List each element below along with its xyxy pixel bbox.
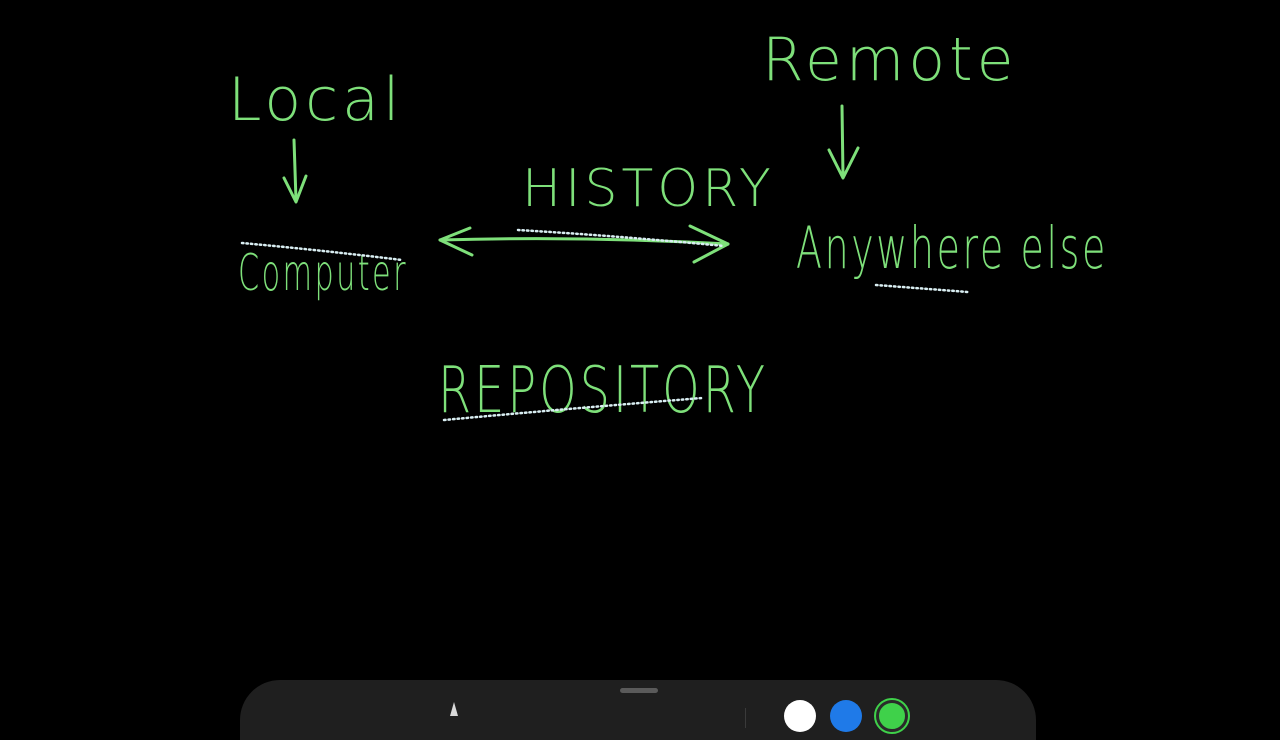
label-computer: Computer (238, 244, 408, 302)
toolbar-grabber-handle[interactable] (620, 688, 658, 693)
label-remote: Remote (762, 25, 1018, 95)
underline-repository (442, 396, 704, 422)
color-swatch-blue[interactable] (830, 700, 862, 732)
label-anywhere-else: Anywhere else (796, 214, 1108, 282)
label-local: Local (228, 65, 404, 135)
drawing-toolbar (240, 680, 1036, 740)
underline-anywhere (874, 283, 970, 294)
color-swatch-white[interactable] (784, 700, 816, 732)
label-history: HISTORY (522, 159, 775, 219)
down-arrow-local (282, 138, 308, 204)
double-arrow (438, 224, 730, 264)
drawing-canvas[interactable]: Local Remote HISTORY Computer Anywhere e… (0, 0, 1280, 720)
down-arrow-remote (827, 104, 860, 180)
label-repository: REPOSITORY (438, 354, 768, 428)
handwritten-notes: Local Remote HISTORY Computer Anywhere e… (228, 25, 1108, 428)
toolbar-divider (745, 708, 746, 728)
strike-computer (240, 241, 404, 262)
color-swatch-green[interactable] (874, 698, 910, 734)
pen-icon[interactable] (450, 702, 458, 716)
